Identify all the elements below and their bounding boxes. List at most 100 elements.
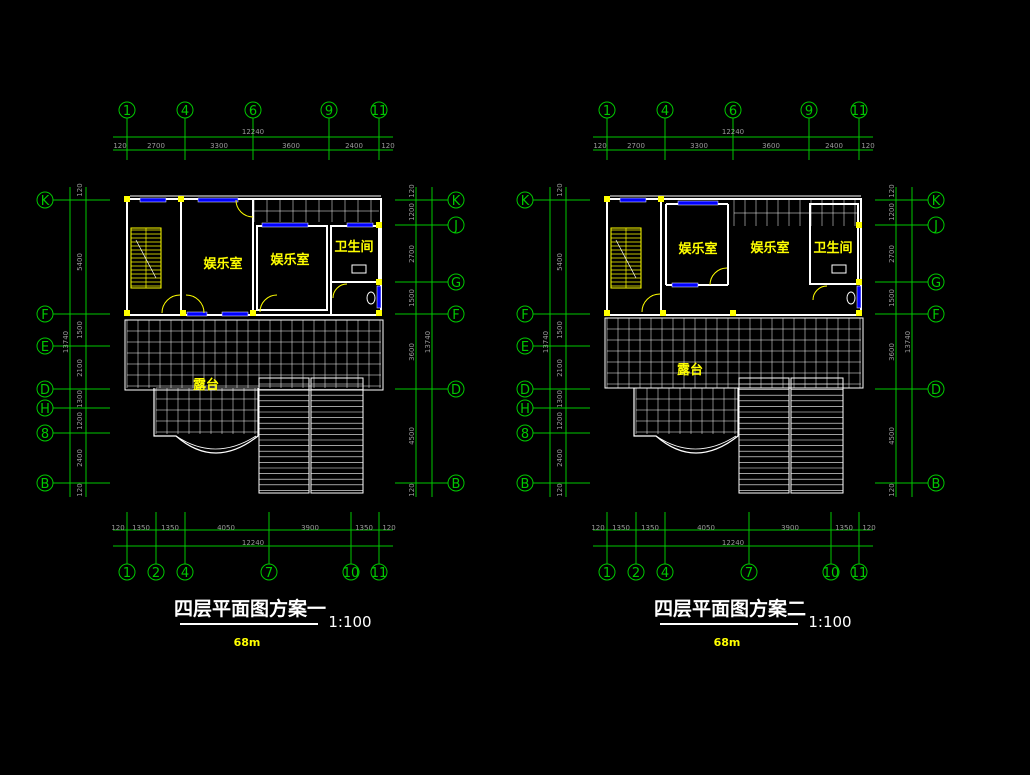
dim-left-3: 2100 <box>556 359 564 377</box>
axis-top-0: 1 <box>123 104 131 119</box>
column-0 <box>604 196 610 202</box>
dim-bottom-0: 120 <box>591 524 604 532</box>
dim-bottom-5: 1350 <box>355 524 373 532</box>
dim-top-1: 2700 <box>147 142 165 150</box>
window-5 <box>221 311 249 317</box>
wc-fixtures <box>831 264 856 305</box>
wc-fixtures <box>351 264 376 305</box>
dim-left-1: 5400 <box>556 253 564 271</box>
column-5 <box>660 310 666 316</box>
axis-right-3: F <box>932 308 939 323</box>
axis-bottom-4: 10 <box>343 566 360 581</box>
dim-top-2: 3300 <box>210 142 228 150</box>
dim-right-0: 120 <box>888 184 896 197</box>
room-label-1: 娱乐室 <box>750 240 789 256</box>
dim-left-1: 5400 <box>76 253 84 271</box>
plan-area: 68m <box>714 636 741 649</box>
room-label-0: 娱乐室 <box>203 256 242 272</box>
dim-left-4: 1300 <box>556 390 564 408</box>
dim-left-7: 120 <box>76 483 84 496</box>
dim-top-3: 3600 <box>282 142 300 150</box>
bathtub <box>831 264 847 274</box>
dim-top-1: 2700 <box>627 142 645 150</box>
axis-top-4: 11 <box>851 104 868 119</box>
door-swing-0 <box>709 267 728 286</box>
dim-left-total: 13740 <box>62 331 70 353</box>
axis-top-0: 1 <box>603 104 611 119</box>
plan-scale: 1:100 <box>808 613 851 631</box>
toilet <box>846 291 856 305</box>
column-6 <box>250 310 256 316</box>
axis-left-3: D <box>520 383 530 398</box>
stair-arrow <box>615 239 637 279</box>
columns <box>604 196 862 316</box>
dim-bottom-5: 1350 <box>835 524 853 532</box>
dim-top-total: 12240 <box>722 128 744 136</box>
dim-left-0: 120 <box>76 183 84 196</box>
axis-top-4: 11 <box>371 104 388 119</box>
column-3 <box>376 279 382 285</box>
doors <box>641 267 828 313</box>
dim-top-total: 12240 <box>242 128 264 136</box>
axis-left-0: K <box>41 194 50 209</box>
dim-right-3: 1500 <box>888 289 896 307</box>
columns <box>124 196 382 316</box>
dim-top-0: 120 <box>113 142 126 150</box>
room-label-3: 露台 <box>677 362 703 378</box>
dim-left-7: 120 <box>556 483 564 496</box>
dim-right-6: 120 <box>888 483 896 496</box>
column-2 <box>376 222 382 228</box>
dim-left-5: 1200 <box>556 412 564 430</box>
dim-right-total: 13740 <box>904 331 912 353</box>
dim-bottom-1: 1350 <box>132 524 150 532</box>
windows <box>139 197 382 317</box>
window-6 <box>186 311 208 317</box>
dim-top-2: 3300 <box>690 142 708 150</box>
wc-walls <box>809 203 859 285</box>
axis-left-1: F <box>521 308 528 323</box>
axis-left-4: H <box>520 402 530 417</box>
stair-flight-left <box>258 377 310 494</box>
dim-bottom-3: 4050 <box>697 524 715 532</box>
axis-left-0: K <box>521 194 530 209</box>
dim-right-2: 2700 <box>888 245 896 263</box>
dim-right-total: 13740 <box>424 331 432 353</box>
dim-right-3: 1500 <box>408 289 416 307</box>
axis-left-2: E <box>521 340 529 355</box>
door-swing-2 <box>235 199 254 218</box>
dim-bottom-6: 120 <box>862 524 875 532</box>
axis-right-1: J <box>933 219 938 234</box>
dim-left-4: 1300 <box>76 390 84 408</box>
doors <box>161 199 348 314</box>
dim-right-5: 4500 <box>888 427 896 445</box>
axis-bottom-3: 7 <box>265 566 273 581</box>
column-6 <box>730 310 736 316</box>
axis-top-3: 9 <box>805 104 813 119</box>
terrace-outline <box>124 319 384 391</box>
axis-right-1: J <box>453 219 458 234</box>
roof-tiles <box>253 200 379 222</box>
plan-area: 68m <box>234 636 261 649</box>
stair-flight-right <box>790 377 844 494</box>
dim-right-2: 2700 <box>408 245 416 263</box>
axis-right-0: K <box>452 194 461 209</box>
dim-bottom-1: 1350 <box>612 524 630 532</box>
column-5 <box>180 310 186 316</box>
axis-right-4: D <box>931 383 941 398</box>
dim-top-5: 120 <box>861 142 874 150</box>
dim-right-6: 120 <box>408 483 416 496</box>
dim-bottom-4: 3900 <box>781 524 799 532</box>
axis-left-2: E <box>41 340 49 355</box>
axis-right-3: F <box>452 308 459 323</box>
plan-scale: 1:100 <box>328 613 371 631</box>
window-4 <box>376 285 382 309</box>
dim-right-5: 4500 <box>408 427 416 445</box>
door-swing-1 <box>185 294 205 314</box>
column-7 <box>856 310 862 316</box>
terrace-outline <box>604 317 864 389</box>
axis-bottom-2: 4 <box>661 566 669 581</box>
axis-right-4: D <box>451 383 461 398</box>
